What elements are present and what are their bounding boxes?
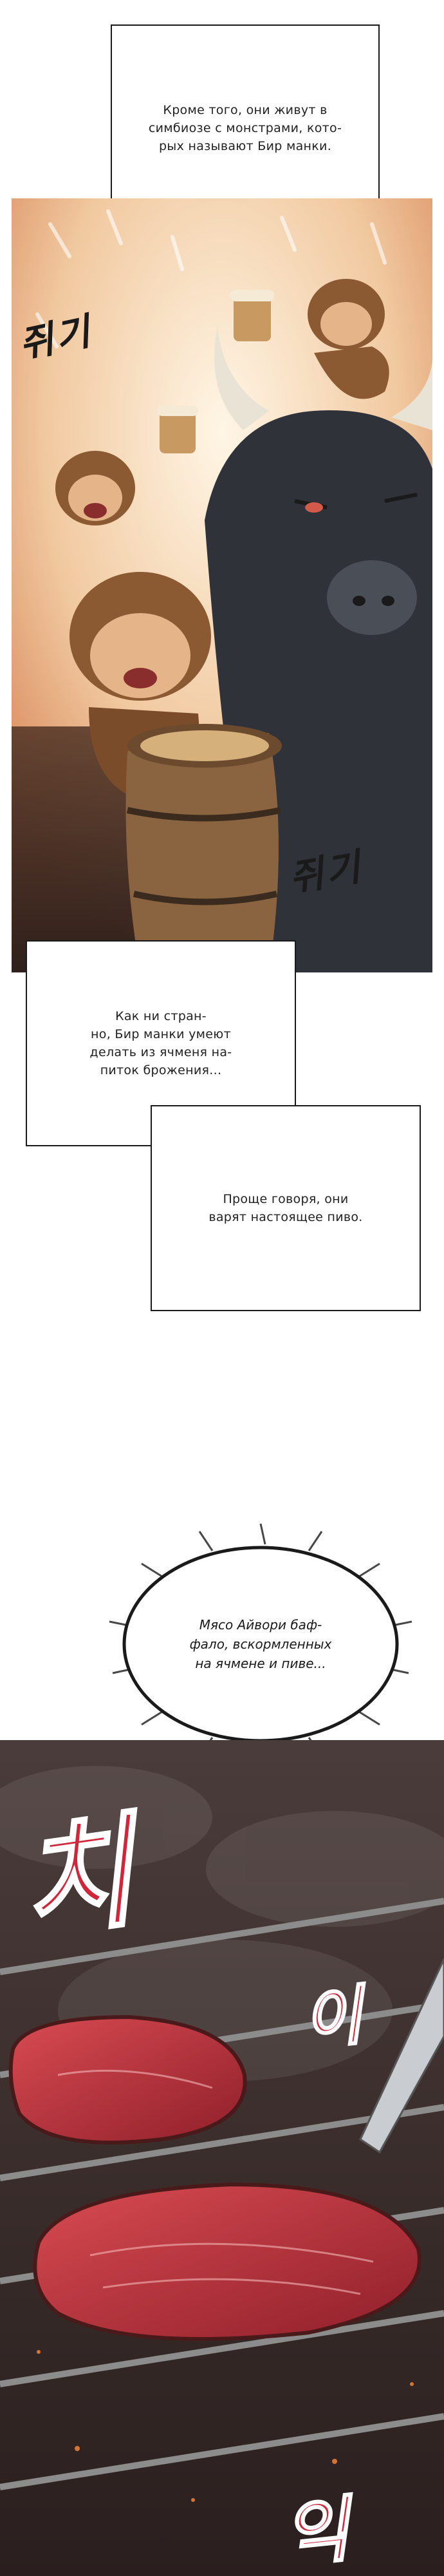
caption-symbiosis-text: Кроме того, они живут в симбиозе с монст…	[148, 103, 342, 153]
sfx-sizzle-big: 치	[10, 1798, 147, 1958]
caption-symbiosis: Кроме того, они живут в симбиозе с монст…	[111, 24, 380, 232]
meat-bubble-text: Мясо Айвори баф- фало, вскормленных на я…	[189, 1617, 332, 1671]
smoky-background	[0, 1740, 444, 2576]
grill-illustration	[0, 1740, 444, 2576]
monkeys-bull-panel: 쥐기 쥐기	[12, 198, 432, 972]
knife	[359, 1958, 444, 2154]
grill-panel: 치 이 익	[0, 1740, 444, 2576]
caption-ferment-text: Как ни стран- но, Бир манки умеют делать…	[89, 1009, 232, 1077]
meat-bubble-text-wrap: Мясо Айвори баф- фало, вскормленных на я…	[97, 1519, 425, 1770]
steak-upper	[8, 2014, 247, 2145]
meat-bubble: Мясо Айвори баф- фало, вскормленных на я…	[97, 1519, 425, 1770]
monkey-left	[55, 406, 198, 526]
caption-beer-text: Проще говоря, они варят настоящее пиво.	[208, 1192, 363, 1224]
caption-beer: Проще говоря, они варят настоящее пиво.	[151, 1105, 421, 1311]
beer-barrel	[125, 724, 282, 972]
sfx-sizzle-mid: 이	[299, 1976, 370, 2060]
monkeys-bull-illustration	[12, 198, 432, 972]
monkey-on-bull	[230, 279, 389, 399]
steak-lower	[33, 2182, 421, 2341]
sfx-sizzle-low: 익	[279, 2486, 356, 2576]
